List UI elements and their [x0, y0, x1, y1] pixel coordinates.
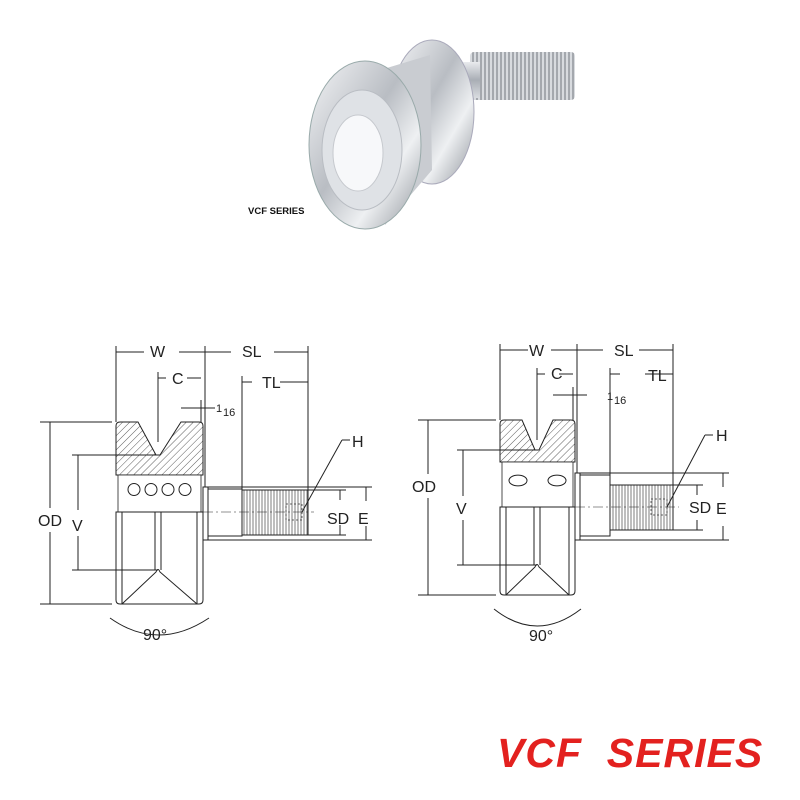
labels-drawing-2: W SL C TL 1 16 H OD V SD E 90° [412, 343, 728, 645]
label-c: C [172, 371, 184, 388]
label-c: C [551, 366, 563, 383]
wheel-lower-half [499, 506, 576, 596]
stud-shank [579, 474, 611, 537]
label-h: H [716, 428, 728, 445]
bearing-ball [127, 483, 141, 496]
label-v: V [456, 501, 467, 518]
label-od: OD [38, 513, 62, 530]
drawing-tapered-bearing [418, 344, 729, 627]
label-angle: 90° [143, 627, 167, 644]
hatched-wheel-section [499, 419, 576, 463]
bearing-ball [161, 483, 175, 496]
label-tl: TL [262, 375, 281, 392]
label-sl: SL [614, 343, 634, 360]
tapered-roller [508, 474, 528, 487]
label-e: E [716, 501, 727, 518]
v-groove-profile [121, 569, 198, 605]
label-frac-num: 1 [607, 391, 613, 403]
label-angle: 90° [529, 628, 553, 645]
angle-arc [493, 608, 582, 627]
threaded-stud [470, 52, 575, 100]
bearing-ball [144, 483, 158, 496]
label-e: E [358, 511, 369, 528]
tapered-roller [547, 474, 567, 487]
label-v: V [72, 518, 83, 535]
label-od: OD [412, 479, 436, 496]
bearing-section [117, 474, 202, 513]
label-sd: SD [689, 500, 711, 517]
bearing-section [501, 461, 574, 508]
bearing-seal [332, 114, 384, 192]
threaded-section [241, 489, 309, 536]
photo-caption: VCF SERIES [248, 206, 305, 217]
wheel-lower-half [115, 511, 204, 605]
label-sd: SD [327, 511, 349, 528]
stud-flange [202, 486, 209, 541]
h-leader [666, 434, 706, 508]
series-title: VCF SERIES [497, 730, 764, 776]
label-frac-den: 16 [614, 395, 626, 407]
bearing-ball [178, 483, 192, 496]
threaded-section [609, 484, 674, 531]
stud-shank [207, 488, 243, 537]
label-tl: TL [648, 368, 667, 385]
label-w: W [529, 343, 545, 360]
label-h: H [352, 434, 364, 451]
h-leader [301, 439, 343, 513]
hatched-wheel-section [115, 421, 204, 476]
labels-drawing-1: W SL C TL 1 16 H OD V SD E 90° [38, 344, 369, 644]
angle-arc [109, 617, 210, 636]
product-photo [308, 39, 575, 230]
stud-flange [574, 472, 581, 541]
label-w: W [150, 344, 166, 361]
v-groove-profile [505, 564, 570, 596]
label-frac-den: 16 [223, 407, 235, 419]
drawing-ball-bearing [40, 346, 372, 636]
label-frac-num: 1 [216, 403, 222, 415]
label-sl: SL [242, 344, 262, 361]
